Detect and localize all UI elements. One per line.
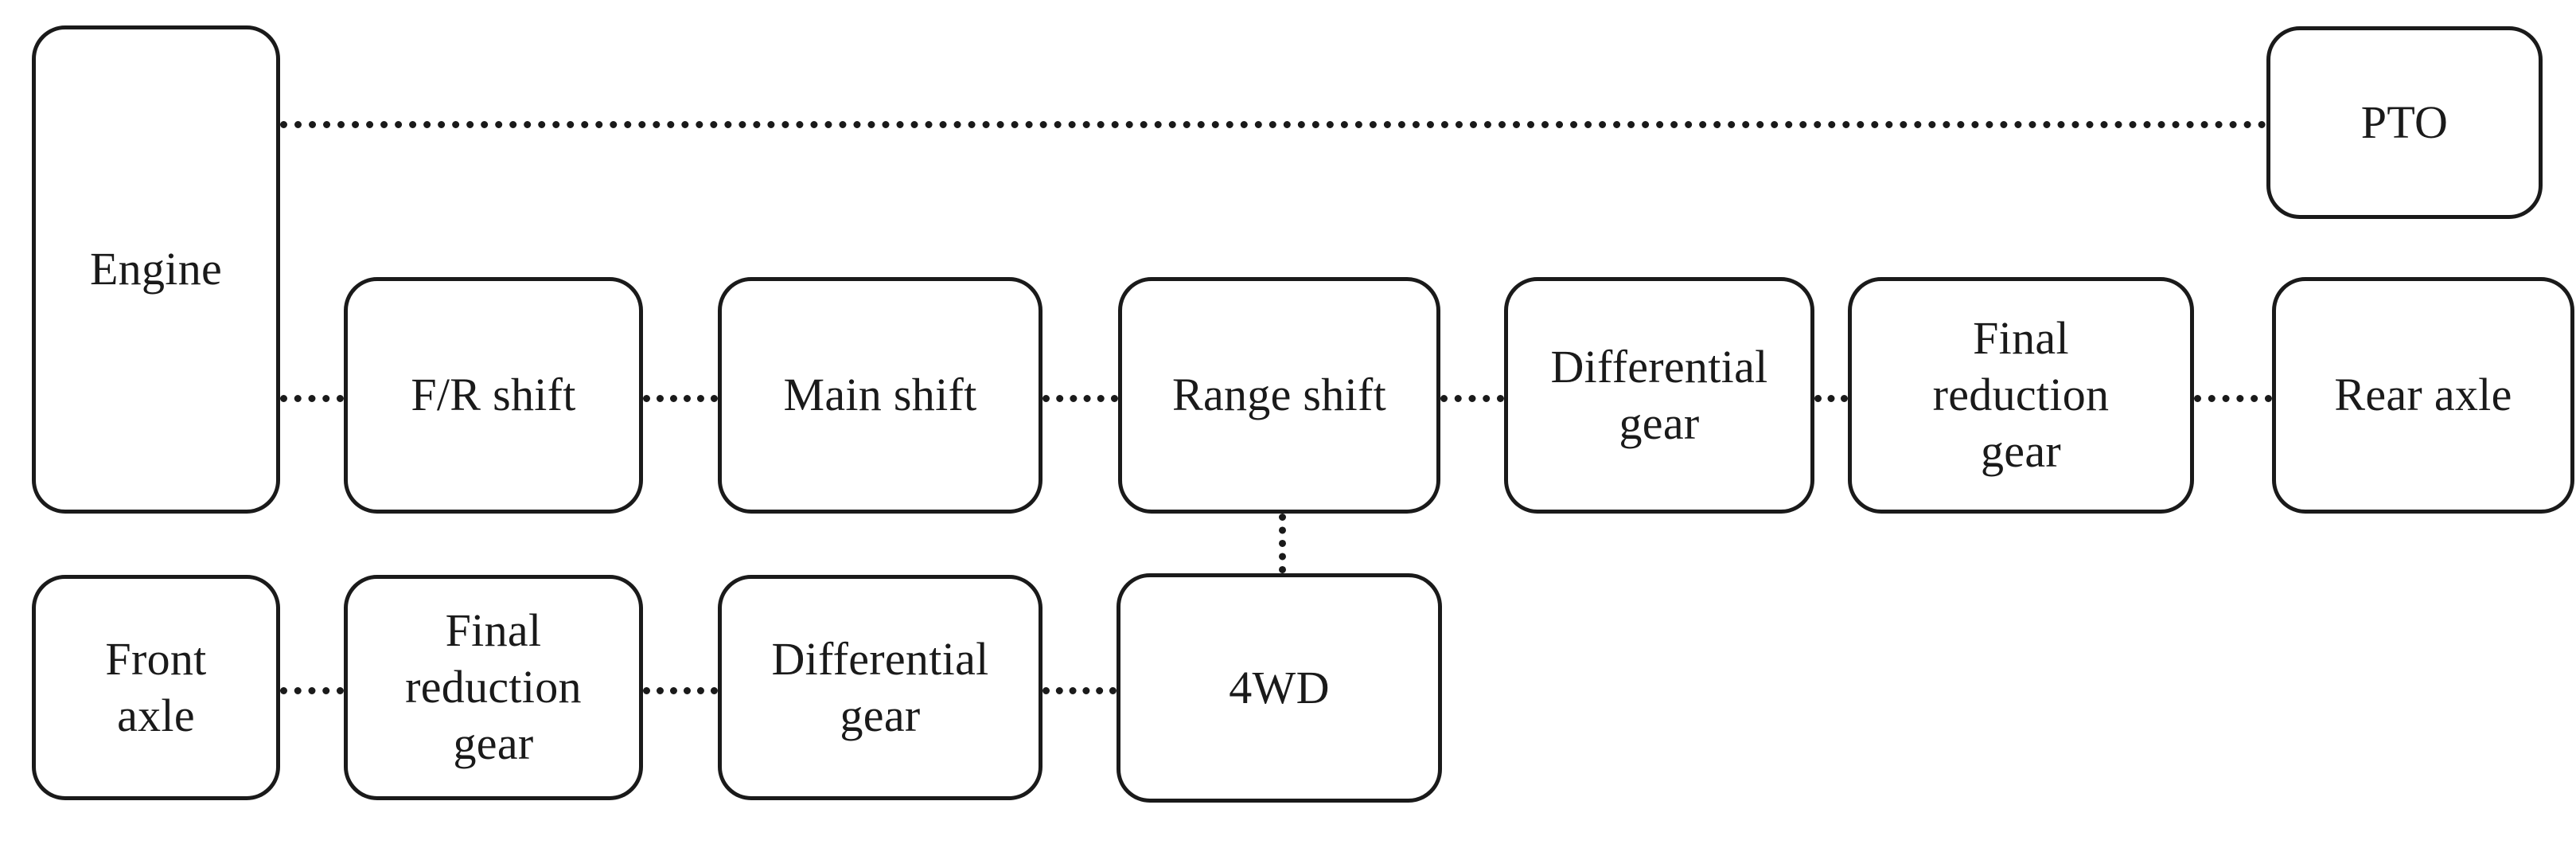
node-four-wd[interactable]: 4WD xyxy=(1117,573,1442,803)
connector-final-reduction-gear-to-rear-axle xyxy=(2194,395,2272,402)
connector-engine-to-pto xyxy=(280,121,2266,128)
node-label-differential-gear-front: Differential gear xyxy=(771,632,989,741)
connector-front-axle-to-final-reduction-gear xyxy=(280,687,344,694)
node-label-front-axle: Front axle xyxy=(105,632,207,741)
connector-range-shift-to-differential-gear xyxy=(1440,395,1504,402)
connector-differential-gear-to-final-reduction-gear xyxy=(1814,395,1848,402)
connector-main-shift-to-range-shift xyxy=(1042,395,1118,402)
node-front-axle[interactable]: Front axle xyxy=(32,575,280,800)
node-label-engine: Engine xyxy=(89,243,223,295)
node-fr-shift[interactable]: F/R shift xyxy=(344,277,643,514)
node-label-final-reduction-gear-rear: Final reduction gear xyxy=(1932,312,2110,477)
node-final-reduction-gear-front[interactable]: Final reduction gear xyxy=(344,575,643,800)
node-differential-gear-rear[interactable]: Differential gear xyxy=(1504,277,1814,514)
node-range-shift[interactable]: Range shift xyxy=(1118,277,1440,514)
node-label-main-shift: Main shift xyxy=(783,369,977,421)
node-label-four-wd: 4WD xyxy=(1229,661,1330,713)
connector-final-reduction-gear-to-differential-gear xyxy=(643,687,718,694)
node-main-shift[interactable]: Main shift xyxy=(718,277,1042,514)
node-label-range-shift: Range shift xyxy=(1171,369,1387,421)
connector-fr-shift-to-main-shift xyxy=(643,395,718,402)
node-label-differential-gear-rear: Differential gear xyxy=(1550,340,1768,449)
node-differential-gear-front[interactable]: Differential gear xyxy=(718,575,1042,800)
node-engine[interactable]: Engine xyxy=(32,25,280,514)
connector-range-shift-to-four-wd xyxy=(1279,514,1286,573)
node-pto[interactable]: PTO xyxy=(2266,26,2543,219)
node-label-rear-axle: Rear axle xyxy=(2334,369,2512,421)
connector-differential-gear-to-four-wd xyxy=(1042,687,1117,694)
node-rear-axle[interactable]: Rear axle xyxy=(2272,277,2574,514)
node-label-pto: PTO xyxy=(2360,96,2449,148)
node-label-fr-shift: F/R shift xyxy=(411,369,576,421)
node-label-final-reduction-gear-front: Final reduction gear xyxy=(405,604,582,769)
node-final-reduction-gear-rear[interactable]: Final reduction gear xyxy=(1848,277,2194,514)
connector-engine-to-fr-shift xyxy=(280,395,344,402)
